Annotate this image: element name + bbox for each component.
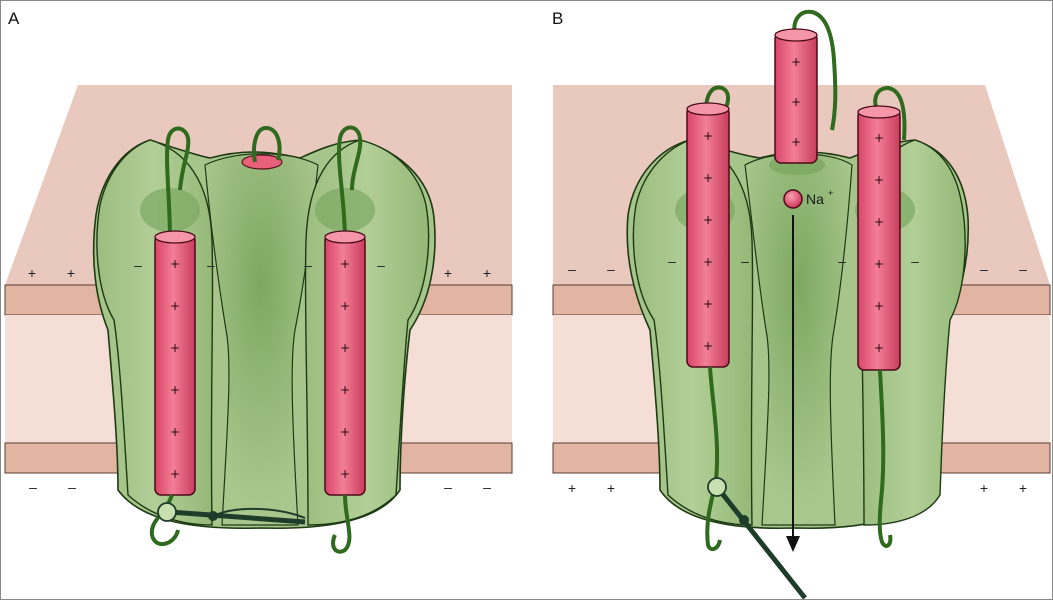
panel-b-label: B xyxy=(552,9,563,28)
helix-charge-plus: + xyxy=(874,131,884,145)
helix-charge-plus: + xyxy=(874,215,884,229)
charge-inner-b-4: + xyxy=(1019,480,1027,496)
helix-charge-plus: + xyxy=(874,341,884,355)
helix-right-a: + + + + + + xyxy=(325,231,365,495)
helix-charge-plus: + xyxy=(170,257,180,271)
helix-right-b: + + + + + + xyxy=(858,106,900,370)
sodium-ion-charge: + xyxy=(828,188,833,198)
charge-inner-b-3: + xyxy=(980,480,988,496)
helix-charge-plus: + xyxy=(340,425,350,439)
charge-inner-a-4: – xyxy=(483,479,491,495)
helix-charge-plus: + xyxy=(703,129,713,143)
ion-flow-arrowhead xyxy=(786,536,800,552)
gate-hinge-b xyxy=(739,515,749,525)
helix-charge-plus: + xyxy=(874,257,884,271)
charge-outer-b-4: – xyxy=(741,253,749,269)
charge-inner-b-2: + xyxy=(607,480,615,496)
helix-charge-plus: + xyxy=(170,299,180,313)
helix-charge-plus: + xyxy=(791,55,801,69)
panel-a-label: A xyxy=(8,9,20,28)
helix-charge-plus: + xyxy=(703,255,713,269)
pore-top-helix-a xyxy=(242,155,282,169)
charge-inner-a-1: – xyxy=(29,479,37,495)
charge-outer-a-8: + xyxy=(483,265,491,281)
gate-ball-a xyxy=(158,503,176,521)
charge-outer-a-6: – xyxy=(377,257,385,273)
helix-charge-plus: + xyxy=(340,467,350,481)
helix-charge-plus: + xyxy=(170,383,180,397)
helix-left-a: + + + + + + xyxy=(155,231,195,495)
helix-charge-plus: + xyxy=(703,213,713,227)
charge-outer-a-2: + xyxy=(67,265,75,281)
helix-center-b: + + + xyxy=(775,29,817,163)
helix-charge-plus: + xyxy=(703,297,713,311)
charge-outer-a-5: – xyxy=(304,257,312,273)
helix-charge-plus: + xyxy=(874,173,884,187)
charge-outer-b-6: – xyxy=(911,253,919,269)
gate-hinge-a xyxy=(208,511,218,521)
helix-charge-plus: + xyxy=(340,341,350,355)
charge-outer-b-2: – xyxy=(607,261,615,277)
helix-charge-plus: + xyxy=(340,383,350,397)
charge-inner-a-3: – xyxy=(444,479,452,495)
helix-charge-plus: + xyxy=(170,425,180,439)
helix-charge-plus: + xyxy=(791,135,801,149)
helix-charge-plus: + xyxy=(340,257,350,271)
helix-left-b: + + + + + + xyxy=(687,103,729,367)
charge-outer-a-4: – xyxy=(207,257,215,273)
panel-a: A + + + + + + + + + + + + xyxy=(5,9,512,552)
charge-outer-a-7: + xyxy=(444,265,452,281)
charge-inner-a-2: – xyxy=(68,479,76,495)
charge-outer-b-5: – xyxy=(838,253,846,269)
helix-charge-plus: + xyxy=(874,299,884,313)
helix-charge-plus: + xyxy=(170,341,180,355)
sodium-ion xyxy=(784,190,802,208)
charge-inner-b-1: + xyxy=(568,480,576,496)
helix-charge-plus: + xyxy=(340,299,350,313)
charge-outer-b-1: – xyxy=(568,261,576,277)
helix-charge-plus: + xyxy=(703,171,713,185)
charge-outer-b-3: – xyxy=(668,253,676,269)
helix-charge-plus: + xyxy=(791,95,801,109)
sodium-ion-label: Na xyxy=(806,191,824,207)
panel-b: B + + + + + + + + + + + + + + + xyxy=(552,9,1050,598)
charge-outer-a-3: – xyxy=(134,257,142,273)
charge-outer-a-1: + xyxy=(28,265,36,281)
helix-charge-plus: + xyxy=(703,339,713,353)
helix-charge-plus: + xyxy=(170,467,180,481)
charge-outer-b-7: – xyxy=(980,261,988,277)
gate-ball-b xyxy=(708,478,726,496)
charge-outer-b-8: – xyxy=(1019,261,1027,277)
